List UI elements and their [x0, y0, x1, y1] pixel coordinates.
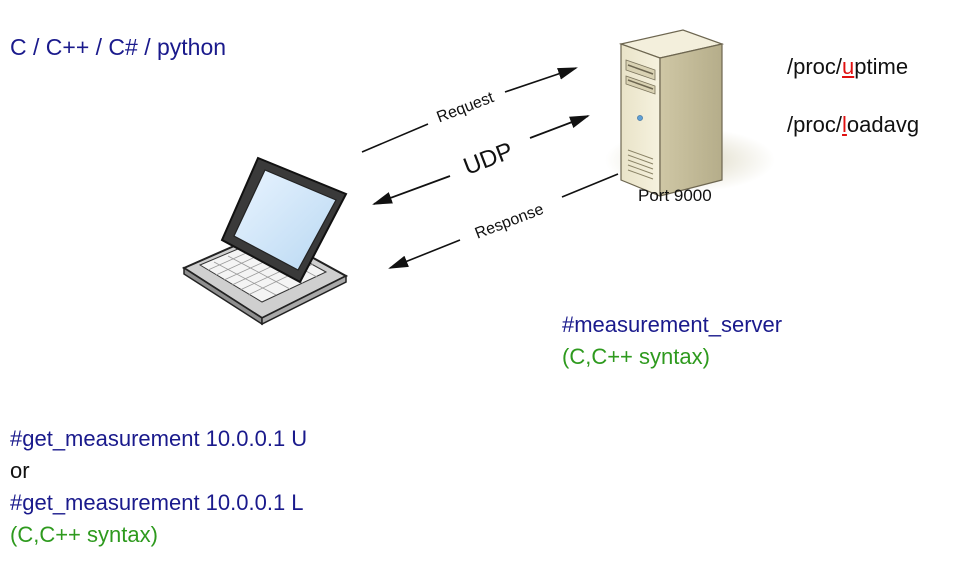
- proc-uptime-path: /proc/uptime: [787, 54, 908, 80]
- server-icon: [605, 29, 775, 197]
- request-arrow: [361, 67, 578, 153]
- loadavg-key-letter: l: [842, 112, 847, 137]
- laptop-icon: [181, 156, 349, 326]
- loadavg-prefix: /proc/: [787, 112, 843, 137]
- server-command: #measurement_server: [562, 312, 783, 337]
- client-syntax-note: (C,C++ syntax): [10, 522, 158, 547]
- port-label: Port 9000: [638, 186, 712, 205]
- languages-label: C / C++ / C# / python: [10, 34, 227, 60]
- response-arrow: [388, 173, 619, 269]
- proc-loadavg-path: /proc/loadavg: [787, 112, 919, 138]
- uptime-rest: ptime: [854, 54, 909, 79]
- client-or-label: or: [10, 458, 30, 483]
- request-label: Request: [435, 89, 497, 126]
- response-label: Response: [473, 201, 546, 243]
- server-syntax-note: (C,C++ syntax): [562, 344, 710, 369]
- udp-label: UDP: [460, 137, 517, 180]
- client-command-loadavg: #get_measurement 10.0.0.1 L: [10, 490, 304, 515]
- uptime-key-letter: u: [842, 54, 855, 79]
- loadavg-rest: oadavg: [846, 112, 920, 137]
- udp-arrow: [372, 115, 590, 205]
- uptime-prefix: /proc/: [787, 54, 843, 79]
- client-command-uptime: #get_measurement 10.0.0.1 U: [10, 426, 308, 451]
